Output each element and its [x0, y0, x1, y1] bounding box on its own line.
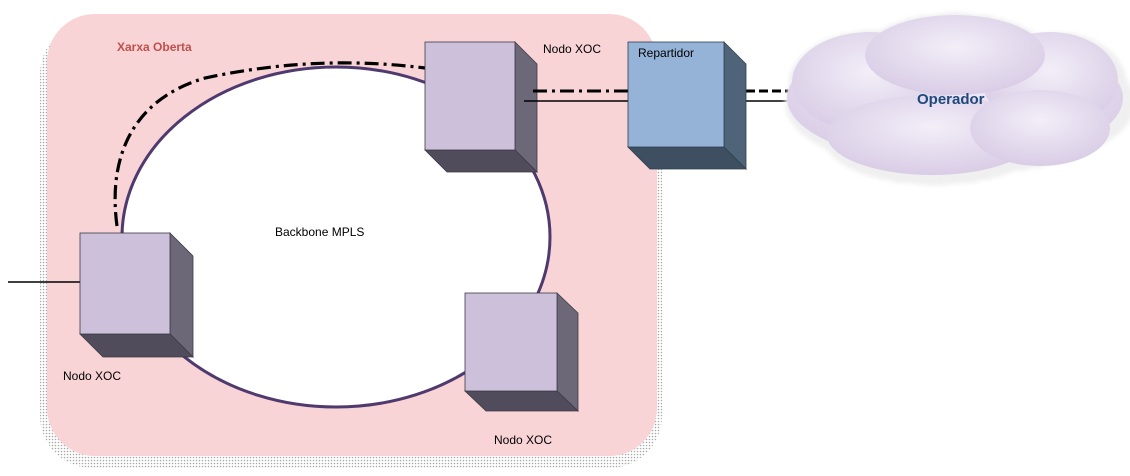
node-bottom-label: Nodo XOC — [494, 433, 552, 447]
operator-cloud: Operador — [785, 13, 1130, 185]
service-path-dashed — [113, 61, 426, 227]
node-bottom-front — [464, 292, 558, 392]
node-left-label: Nodo XOC — [63, 369, 121, 383]
node-top-side — [514, 41, 538, 173]
node-top: Nodo XOC — [424, 41, 601, 173]
cloud-shape — [787, 15, 1123, 175]
operator-label: Operador — [917, 91, 985, 108]
node-bottom-side — [556, 292, 579, 412]
backbone-label: Backbone MPLS — [275, 225, 364, 239]
node-top-label: Nodo XOC — [543, 42, 601, 56]
repartidor-label: Repartidor — [638, 46, 694, 60]
node-left-front — [79, 232, 171, 335]
node-bottom: Nodo XOC — [464, 292, 579, 447]
node-top-front — [424, 41, 516, 151]
repartidor: Repartidor — [627, 41, 747, 170]
repartidor-front — [627, 41, 725, 148]
network-area-title: Xarxa Oberta — [117, 40, 192, 54]
uplink-lines — [524, 89, 790, 102]
node-left: Nodo XOC — [63, 232, 194, 383]
